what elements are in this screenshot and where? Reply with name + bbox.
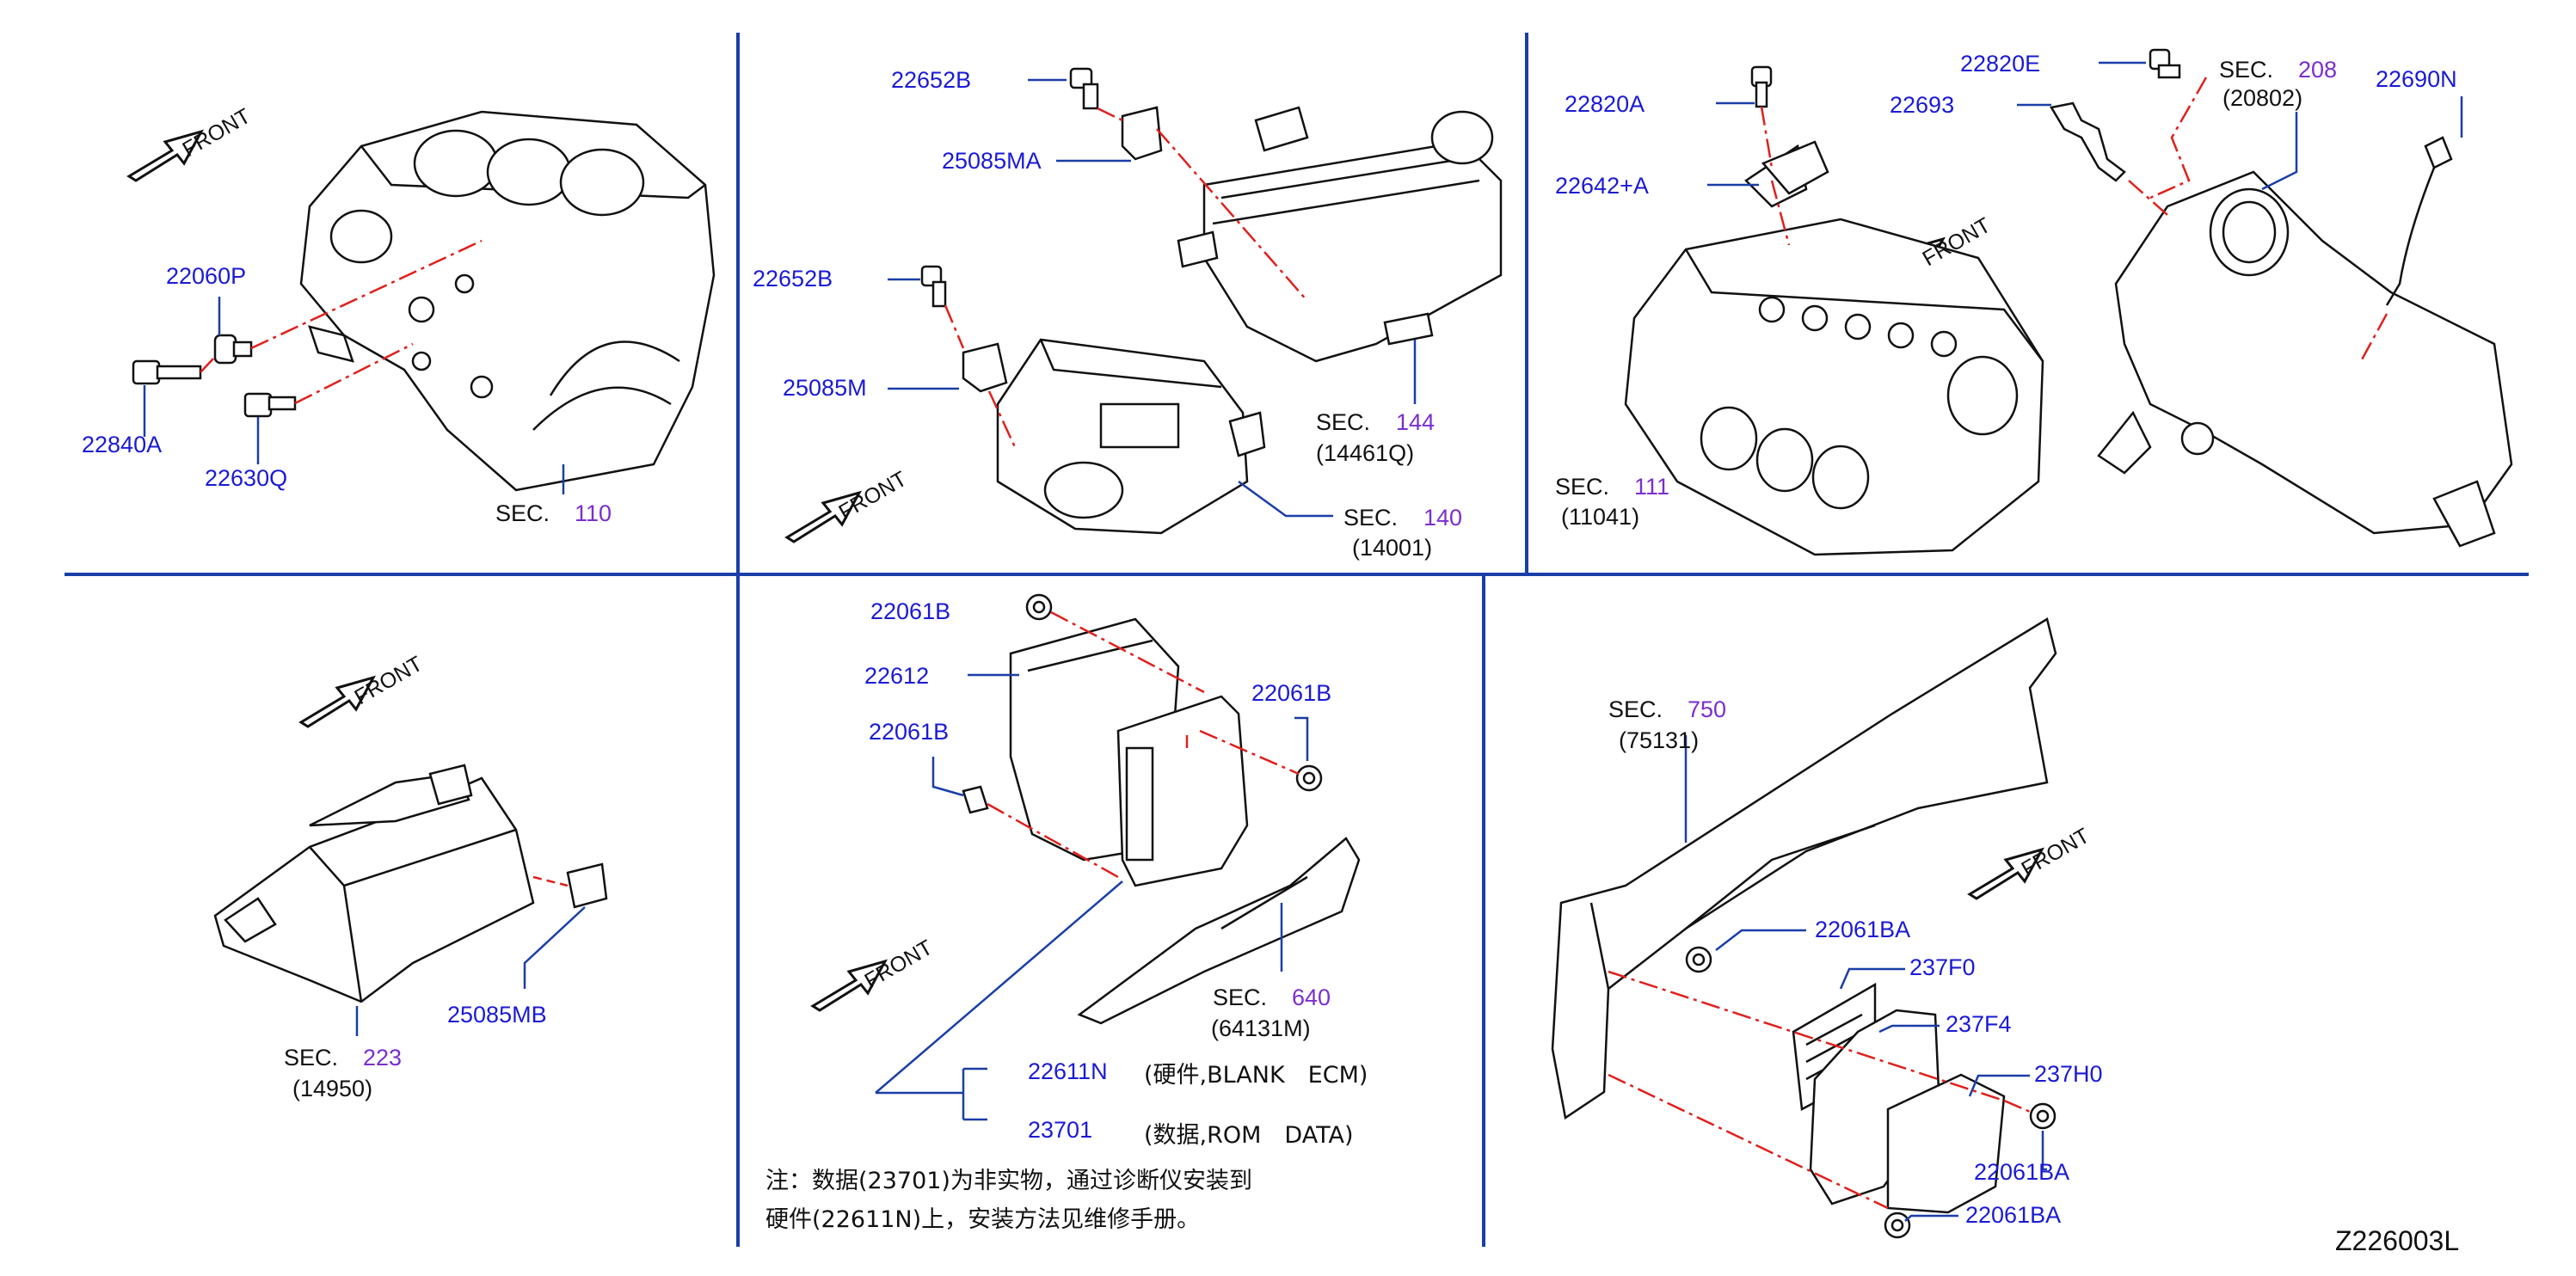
dash-lines-p5 bbox=[987, 610, 1300, 879]
part-number-22061B[interactable]: 22061B bbox=[869, 719, 950, 745]
sec-prefix: SEC. bbox=[2219, 57, 2274, 83]
sec-ref-14001: (14001) bbox=[1352, 535, 1433, 561]
part-number-22612[interactable]: 22612 bbox=[864, 663, 930, 689]
relay-bracket-illustration bbox=[1792, 982, 2006, 1214]
sec-prefix: SEC. bbox=[1555, 474, 1610, 500]
dash-lines-p3 bbox=[1760, 77, 2388, 362]
sensor-parts-p2 bbox=[920, 67, 1163, 393]
sensor-parts-p1 bbox=[132, 334, 297, 418]
part-number-22693[interactable]: 22693 bbox=[1890, 92, 1955, 118]
throttle-body-illustration bbox=[996, 338, 1266, 535]
front-arrow-icon bbox=[810, 959, 888, 1012]
cylinder-block-illustration bbox=[299, 110, 716, 492]
dash-panel-illustration bbox=[1551, 617, 2057, 1120]
dash-lines-p6 bbox=[1608, 970, 2035, 1210]
sec-prefix: SEC. bbox=[1343, 505, 1399, 531]
sec-ref-11041: (11041) bbox=[1561, 504, 1640, 530]
sec-ref-75131: (75131) bbox=[1619, 727, 1700, 753]
evap-canister-illustration bbox=[213, 764, 535, 1003]
sec-prefix: SEC. bbox=[284, 1045, 339, 1070]
sec-number-111[interactable]: 111 bbox=[1634, 474, 1670, 500]
relay-nuts-p6 bbox=[1685, 946, 2056, 1239]
note-23701: (数据,ROM DATA) bbox=[1144, 1122, 1354, 1149]
exhaust-manifold-illustration bbox=[2097, 170, 2513, 548]
part-number-237H0[interactable]: 237H0 bbox=[2034, 1061, 2103, 1087]
ecm-bracket-illustration bbox=[1009, 617, 1361, 1025]
sec-ref-20802: (20802) bbox=[2222, 85, 2303, 111]
front-arrow-icon bbox=[126, 129, 205, 182]
sensor-parts-p4 bbox=[566, 862, 608, 909]
part-number-22652B[interactable]: 22652B bbox=[891, 67, 972, 93]
sec-number-144[interactable]: 144 bbox=[1396, 409, 1436, 435]
sec-number-208[interactable]: 208 bbox=[2298, 57, 2338, 83]
front-arrow-icon bbox=[1967, 847, 2045, 900]
sec-number-140[interactable]: 140 bbox=[1423, 505, 1463, 531]
sec-ref-14461Q: (14461Q) bbox=[1316, 440, 1415, 466]
footnote-line-2: 硬件(22611N)上，安装方法见维修手册。 bbox=[765, 1206, 1201, 1233]
sec-prefix: SEC. bbox=[1213, 985, 1268, 1010]
diagram-code: Z226003L bbox=[2335, 1225, 2460, 1256]
cylinder-head-illustration bbox=[1624, 144, 2044, 556]
sec-ref-14950: (14950) bbox=[292, 1076, 373, 1101]
note-22611N: (硬件,BLANK ECM) bbox=[1144, 1062, 1368, 1089]
part-number-22060P[interactable]: 22060P bbox=[166, 263, 247, 289]
part-number-22061BA[interactable]: 22061BA bbox=[1965, 1202, 2062, 1228]
part-number-22820A[interactable]: 22820A bbox=[1565, 91, 1645, 117]
part-number-237F0[interactable]: 237F0 bbox=[1909, 954, 1976, 980]
part-number-22630Q[interactable]: 22630Q bbox=[205, 465, 288, 491]
sec-prefix: SEC. bbox=[495, 500, 550, 526]
leader-lines-p6 bbox=[1684, 735, 2047, 1222]
leader-lines-p1 bbox=[143, 297, 565, 494]
part-number-25085MA[interactable]: 25085MA bbox=[942, 148, 1042, 174]
part-number-22642+A[interactable]: 22642+A bbox=[1555, 173, 1649, 199]
front-arrow-icon bbox=[784, 490, 863, 543]
part-number-237F4[interactable]: 237F4 bbox=[1946, 1011, 2012, 1037]
leader-lines-p4 bbox=[355, 906, 586, 1036]
intake-manifold-illustration bbox=[1177, 106, 1503, 363]
sec-number-640[interactable]: 640 bbox=[1292, 985, 1331, 1010]
dash-lines-p4 bbox=[532, 875, 569, 887]
footnote-line-1: 注：数据(23701)为非实物，通过诊断仪安装到 bbox=[765, 1168, 1252, 1194]
ecm-nuts-p5 bbox=[962, 593, 1323, 814]
part-number-22061B[interactable]: 22061B bbox=[1251, 680, 1332, 706]
dash-lines-p2 bbox=[944, 107, 1308, 448]
part-number-25085M[interactable]: 25085M bbox=[783, 375, 867, 401]
sec-number-223[interactable]: 223 bbox=[363, 1045, 403, 1070]
sensor-parts-p3 bbox=[1750, 48, 2453, 306]
part-number-22840A[interactable]: 22840A bbox=[82, 432, 163, 457]
sec-prefix: SEC. bbox=[1316, 409, 1371, 435]
sec-ref-64131M: (64131M) bbox=[1211, 1015, 1311, 1041]
leader-lines-p2 bbox=[888, 78, 1417, 518]
sec-number-750[interactable]: 750 bbox=[1688, 696, 1727, 722]
part-number-23701[interactable]: 23701 bbox=[1028, 1117, 1093, 1143]
part-number-22652B[interactable]: 22652B bbox=[753, 266, 833, 291]
part-number-25085MB[interactable]: 25085MB bbox=[447, 1002, 547, 1028]
leader-lines-p5 bbox=[875, 673, 1309, 1121]
part-number-22820E[interactable]: 22820E bbox=[1960, 51, 2041, 77]
part-number-22061B[interactable]: 22061B bbox=[870, 598, 951, 624]
panel-dividers bbox=[65, 33, 2529, 1247]
leader-lines-p3 bbox=[1707, 61, 2463, 191]
sec-prefix: SEC. bbox=[1608, 696, 1663, 722]
part-number-22061BA[interactable]: 22061BA bbox=[1815, 917, 1911, 942]
part-number-22690N[interactable]: 22690N bbox=[2376, 66, 2457, 92]
part-number-22061BA[interactable]: 22061BA bbox=[1974, 1159, 2070, 1185]
dash-lines-p1 bbox=[200, 239, 483, 405]
front-arrow-icon bbox=[298, 675, 377, 728]
part-number-22611N[interactable]: 22611N bbox=[1028, 1058, 1108, 1084]
sec-number-110[interactable]: 110 bbox=[575, 500, 612, 526]
